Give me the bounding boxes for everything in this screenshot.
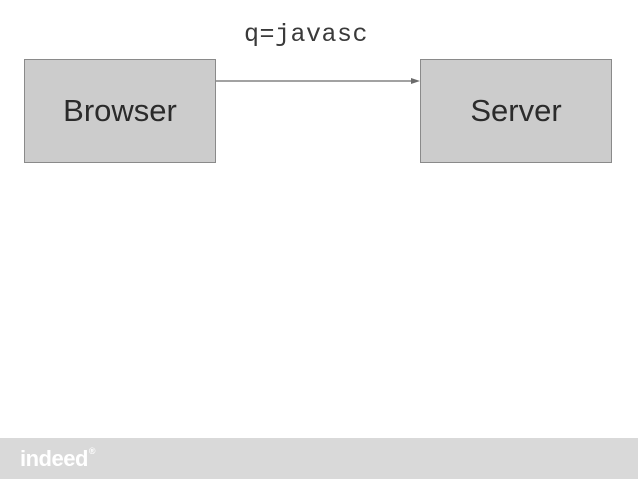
- footer-bar: [0, 438, 638, 479]
- server-node: Server: [420, 59, 612, 163]
- browser-node-label: Browser: [63, 93, 177, 128]
- browser-node: Browser: [24, 59, 216, 163]
- edge-label: q=javasc: [244, 20, 369, 49]
- indeed-logo: indeed®: [20, 446, 96, 472]
- server-node-label: Server: [470, 93, 562, 128]
- arrowhead-icon: [411, 78, 420, 84]
- logo-text: indeed: [20, 446, 88, 471]
- registered-mark: ®: [88, 446, 96, 456]
